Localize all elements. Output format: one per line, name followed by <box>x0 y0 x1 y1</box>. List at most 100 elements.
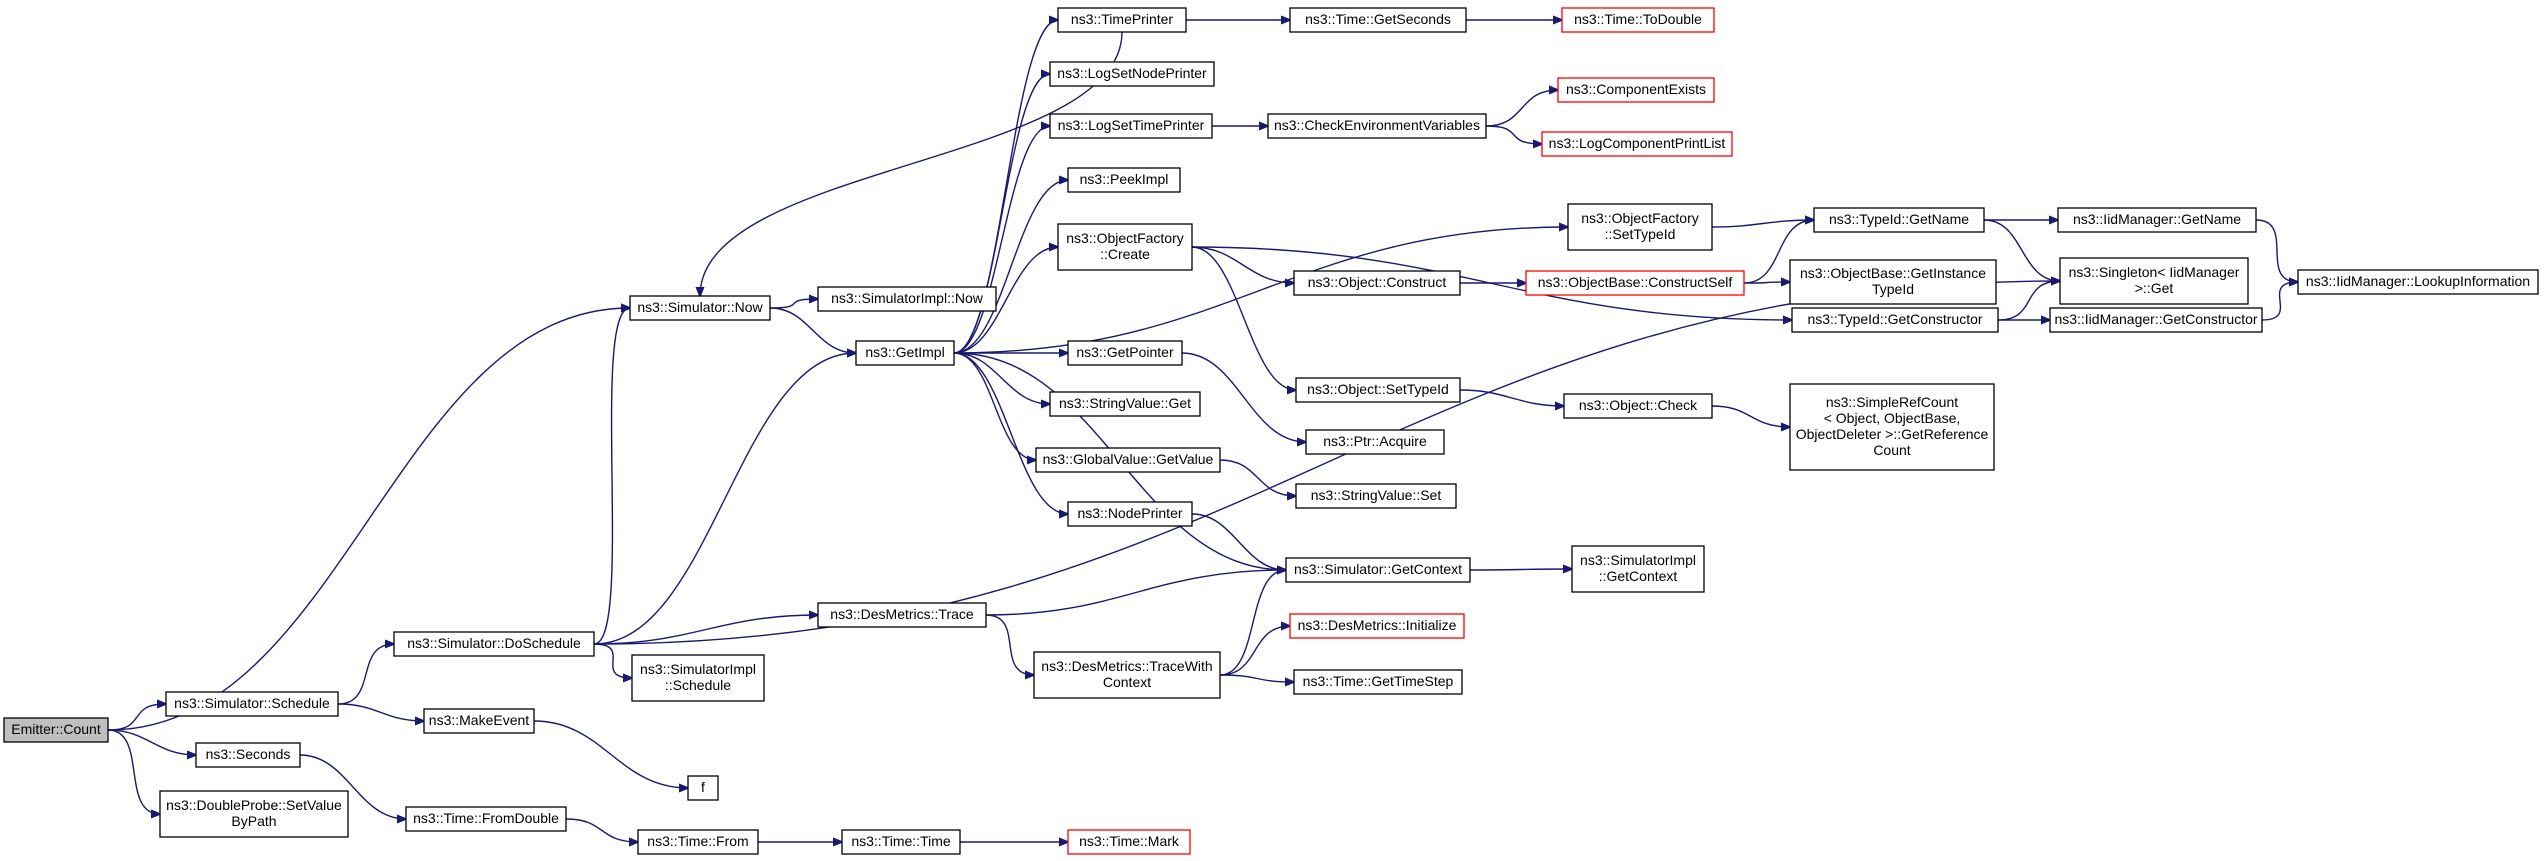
node-box[interactable] <box>393 631 595 657</box>
node-todouble[interactable]: ns3::Time::ToDouble <box>1561 7 1715 33</box>
node-lookupinfo[interactable]: ns3::IidManager::LookupInformation <box>2297 269 2539 295</box>
node-gettimestep[interactable]: ns3::Time::GetTimeStep <box>1293 669 1463 695</box>
node-box[interactable] <box>1049 113 1213 139</box>
node-constructself[interactable]: ns3::ObjectBase::ConstructSelf <box>1525 270 1745 296</box>
node-box[interactable] <box>1813 207 1985 233</box>
node-getseconds[interactable]: ns3::Time::GetSeconds <box>1289 7 1467 33</box>
node-timeprinter[interactable]: ns3::TimePrinter <box>1057 7 1187 33</box>
node-lognodeprinter[interactable]: ns3::LogSetNodePrinter <box>1049 61 1215 87</box>
node-box[interactable] <box>1067 167 1181 193</box>
node-singletonget[interactable]: ns3::Singleton< IidManager >::Get <box>2059 257 2249 305</box>
node-now[interactable]: ns3::Simulator::Now <box>629 295 771 321</box>
node-desinit[interactable]: ns3::DesMetrics::Initialize <box>1289 613 1465 639</box>
node-box[interactable] <box>1035 447 1221 473</box>
node-box[interactable] <box>1295 377 1461 403</box>
node-implschedule[interactable]: ns3::SimulatorImpl::Schedule <box>631 654 765 702</box>
node-checkenv[interactable]: ns3::CheckEnvironmentVariables <box>1267 113 1487 139</box>
node-stringset[interactable]: ns3::StringValue::Set <box>1295 483 1457 509</box>
node-box[interactable] <box>1563 393 1713 419</box>
node-box[interactable] <box>1293 669 1463 695</box>
node-box[interactable] <box>1049 61 1215 87</box>
node-seconds[interactable]: ns3::Seconds <box>195 742 301 768</box>
node-box[interactable] <box>637 829 759 855</box>
node-getimpl[interactable]: ns3::GetImpl <box>855 340 955 366</box>
node-box[interactable] <box>423 708 535 734</box>
node-iidgetconstructor[interactable]: ns3::IidManager::GetConstructor <box>2049 307 2263 333</box>
node-box[interactable] <box>1057 223 1193 271</box>
node-box[interactable] <box>1305 429 1445 455</box>
node-implnow[interactable]: ns3::SimulatorImpl::Now <box>817 286 997 312</box>
node-box[interactable] <box>1289 613 1465 639</box>
node-box[interactable] <box>1541 131 1733 157</box>
node-typeidgetconstructor[interactable]: ns3::TypeId::GetConstructor <box>1791 307 1999 333</box>
node-box[interactable] <box>1067 501 1193 527</box>
node-makeevent[interactable]: ns3::MakeEvent <box>423 708 535 734</box>
node-timetime[interactable]: ns3::Time::Time <box>841 829 961 855</box>
node-box[interactable] <box>405 806 567 832</box>
node-box[interactable] <box>817 602 987 628</box>
node-logcomplist[interactable]: ns3::LogComponentPrintList <box>1541 131 1733 157</box>
node-box[interactable] <box>2059 257 2249 305</box>
node-stringget[interactable]: ns3::StringValue::Get <box>1049 391 1201 417</box>
node-box[interactable] <box>1049 391 1201 417</box>
node-getcontext[interactable]: ns3::Simulator::GetContext <box>1285 557 1471 583</box>
node-box[interactable] <box>2297 269 2539 295</box>
node-box[interactable] <box>631 654 765 702</box>
node-box[interactable] <box>1267 113 1487 139</box>
node-compexists[interactable]: ns3::ComponentExists <box>1557 77 1715 103</box>
node-timefrom[interactable]: ns3::Time::From <box>637 829 759 855</box>
node-box[interactable] <box>195 742 301 768</box>
node-logtimeprinter[interactable]: ns3::LogSetTimePrinter <box>1049 113 1213 139</box>
node-iidgetname[interactable]: ns3::IidManager::GetName <box>2057 207 2257 233</box>
node-ofsettypeid[interactable]: ns3::ObjectFactory::SetTypeId <box>1567 203 1713 251</box>
node-box[interactable] <box>1561 7 1715 33</box>
node-doschedule[interactable]: ns3::Simulator::DoSchedule <box>393 631 595 657</box>
node-timemark[interactable]: ns3::Time::Mark <box>1067 829 1191 855</box>
node-objcheck[interactable]: ns3::Object::Check <box>1563 393 1713 419</box>
node-box[interactable] <box>629 295 771 321</box>
node-peekimpl[interactable]: ns3::PeekImpl <box>1067 167 1181 193</box>
node-globalget[interactable]: ns3::GlobalValue::GetValue <box>1035 447 1221 473</box>
node-getpointer[interactable]: ns3::GetPointer <box>1067 340 1183 366</box>
node-simplerefcount[interactable]: ns3::SimpleRefCount< Object, ObjectBase,… <box>1789 383 1995 471</box>
node-implgetcontext[interactable]: ns3::SimulatorImpl::GetContext <box>1571 545 1705 593</box>
node-box[interactable] <box>1791 307 1999 333</box>
node-objsettypeid[interactable]: ns3::Object::SetTypeId <box>1295 377 1461 403</box>
node-ofcreate[interactable]: ns3::ObjectFactory::Create <box>1057 223 1193 271</box>
node-box[interactable] <box>1789 259 1997 305</box>
node-desmetricstrace[interactable]: ns3::DesMetrics::Trace <box>817 602 987 628</box>
node-box[interactable] <box>841 829 961 855</box>
node-box[interactable] <box>1789 383 1995 471</box>
node-box[interactable] <box>2049 307 2263 333</box>
node-f[interactable]: f <box>687 775 719 801</box>
node-box[interactable] <box>3 717 109 743</box>
node-typeidgetname[interactable]: ns3::TypeId::GetName <box>1813 207 1985 233</box>
node-nodeprinter[interactable]: ns3::NodePrinter <box>1067 501 1193 527</box>
node-box[interactable] <box>1285 557 1471 583</box>
node-box[interactable] <box>1525 270 1745 296</box>
node-box[interactable] <box>1033 651 1221 699</box>
node-box[interactable] <box>1567 203 1713 251</box>
node-box[interactable] <box>687 775 719 801</box>
node-box[interactable] <box>1067 340 1183 366</box>
node-box[interactable] <box>1295 483 1457 509</box>
node-box[interactable] <box>159 790 349 838</box>
node-box[interactable] <box>1067 829 1191 855</box>
node-objconstruct[interactable]: ns3::Object::Construct <box>1293 270 1461 296</box>
node-box[interactable] <box>165 691 339 717</box>
node-box[interactable] <box>1289 7 1467 33</box>
node-fromdouble[interactable]: ns3::Time::FromDouble <box>405 806 567 832</box>
node-box[interactable] <box>855 340 955 366</box>
node-box[interactable] <box>1557 77 1715 103</box>
node-box[interactable] <box>817 286 997 312</box>
node-box[interactable] <box>1571 545 1705 593</box>
node-ptracquire[interactable]: ns3::Ptr::Acquire <box>1305 429 1445 455</box>
node-schedule[interactable]: ns3::Simulator::Schedule <box>165 691 339 717</box>
node-box[interactable] <box>1293 270 1461 296</box>
node-count[interactable]: Emitter::Count <box>3 717 109 743</box>
node-box[interactable] <box>2057 207 2257 233</box>
node-box[interactable] <box>1057 7 1187 33</box>
